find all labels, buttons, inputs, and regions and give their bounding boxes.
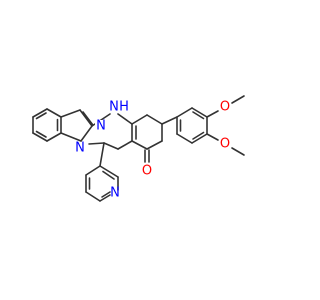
chemical-structure: N N H N N O O O	[32, 95, 245, 202]
imidazole-n-label: N	[96, 119, 106, 134]
ketone-o-label: O	[142, 164, 152, 179]
bridgehead-n-label: N	[75, 141, 85, 156]
amine-n-label: N	[109, 100, 119, 115]
methoxy-o-top-label: O	[220, 100, 230, 115]
atom-labels: N N H N N O O O	[75, 100, 230, 201]
bond-lines	[32, 95, 245, 202]
pyridine-n-label: N	[110, 186, 120, 201]
methoxy-o-bottom-label: O	[220, 137, 230, 152]
amine-h-label: H	[119, 100, 129, 115]
